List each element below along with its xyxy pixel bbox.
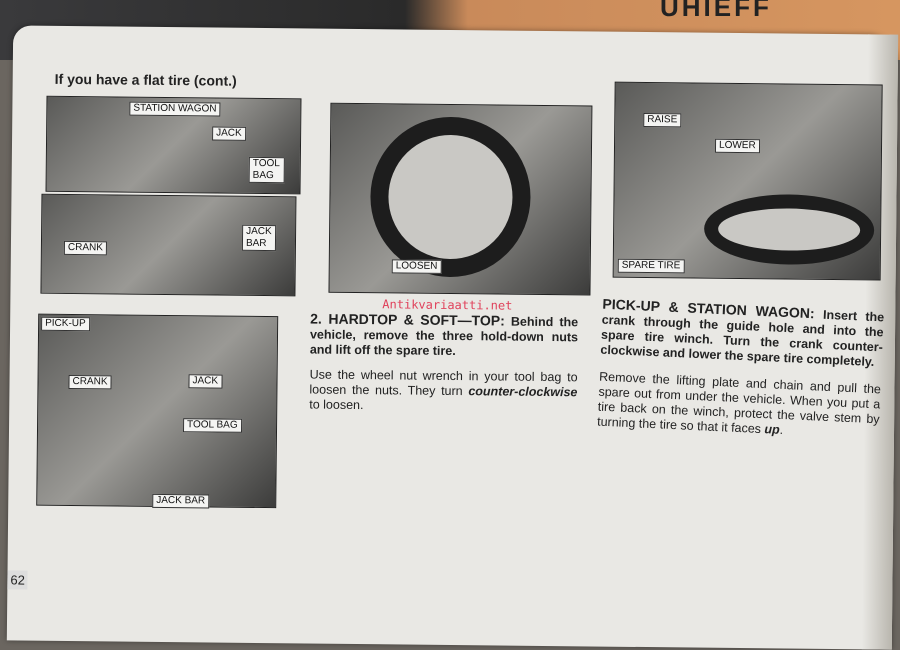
manual-page: If you have a flat tire (cont.) STATION … xyxy=(6,25,899,650)
hardtop-section: 2. HARDTOP & SOFT—TOP: Behind the vehicl… xyxy=(309,310,578,416)
spare-tire-image xyxy=(369,116,532,278)
label-jack-bar: JACK BAR xyxy=(152,493,210,509)
label-jack: JACK xyxy=(188,374,223,389)
page-heading: If you have a flat tire (cont.) xyxy=(54,70,237,89)
watermark: Antikvariaatti.net xyxy=(382,297,513,313)
pickup-section: PICK-UP & STATION WAGON: Insert the cran… xyxy=(596,296,885,443)
background-book-title: UHIEFF xyxy=(660,0,772,22)
section-body-end: to loosen. xyxy=(309,397,364,413)
label-tool-bag: TOOL BAG xyxy=(182,418,242,433)
pickup-winch-photo: RAISE LOWER SPARE TIRE xyxy=(612,81,883,281)
station-wagon-jack-photo: STATION WAGON JACK TOOL BAG xyxy=(45,95,302,195)
label-spare-tire: SPARE TIRE xyxy=(617,258,685,274)
label-crank: CRANK xyxy=(63,240,108,256)
label-pick-up: PICK-UP xyxy=(41,316,90,332)
pickup-tool-storage-photo: PICK-UP CRANK JACK TOOL BAG JACK BAR xyxy=(36,313,279,509)
label-station-wagon: STATION WAGON xyxy=(129,101,221,117)
spare-tire-under-vehicle xyxy=(703,193,875,266)
page-number: 62 xyxy=(7,570,29,590)
section-body: Remove the lifting plate and chain and p… xyxy=(596,369,882,437)
section-body-end: . xyxy=(779,422,784,438)
label-jack: JACK xyxy=(212,126,246,141)
hardtop-spare-tire-photo: LOOSEN xyxy=(328,102,593,296)
label-crank: CRANK xyxy=(68,374,112,390)
section-title: 2. HARDTOP & SOFT—TOP: xyxy=(310,310,505,329)
emphasis: up xyxy=(764,422,781,437)
emphasis: counter-clockwise xyxy=(468,384,578,400)
label-tool-bag: TOOL BAG xyxy=(248,156,285,184)
label-raise: RAISE xyxy=(643,112,682,128)
label-jack-bar: JACK BAR xyxy=(241,224,277,252)
label-loosen: LOOSEN xyxy=(391,259,442,274)
label-lower: LOWER xyxy=(714,138,760,154)
crank-photo: CRANK JACK BAR xyxy=(40,193,297,297)
